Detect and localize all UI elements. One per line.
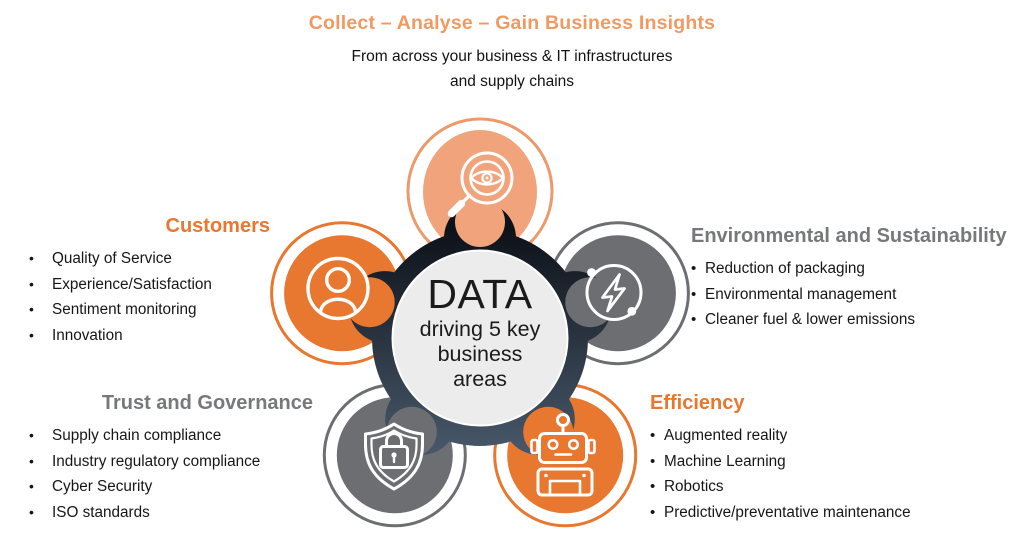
hub-title: DATA: [427, 271, 533, 317]
list-item: Reduction of packaging: [691, 256, 1024, 282]
list-item: ISO standards: [25, 500, 313, 526]
list-item: Predictive/preventative maintenance: [650, 500, 1024, 526]
page-title: Collect – Analyse – Gain Business Insigh…: [308, 12, 716, 34]
subtitle-line-2: and supply chains: [449, 73, 575, 90]
list-item: Machine Learning: [650, 449, 1024, 475]
hub-inner-disc: [391, 249, 569, 427]
section-title: Environmental and Sustainability: [691, 225, 1007, 247]
section-environmental-sustainability: Environmental and Sustainability Reducti…: [691, 224, 1024, 333]
list-item: Robotics: [650, 474, 1024, 500]
list-item: Industry regulatory compliance: [25, 449, 313, 475]
energy-bolt-icon: [585, 264, 643, 321]
list-item: Cyber Security: [25, 474, 313, 500]
hub-caption: driving 5 key business areas: [388, 317, 572, 392]
list-item: Quality of Service: [25, 246, 270, 272]
list-item: Innovation: [25, 323, 270, 349]
bullet-list: Supply chain compliance Industry regulat…: [25, 423, 313, 525]
hub-caption-line-2: business: [437, 342, 523, 366]
shield-lock-icon: [364, 422, 424, 491]
section-efficiency: Efficiency Augmented reality Machine Lea…: [650, 391, 1024, 525]
list-item: Sentiment monitoring: [25, 297, 270, 323]
section-trust-and-governance: Trust and Governance Supply chain compli…: [25, 391, 313, 525]
bullet-list: Reduction of packaging Environmental man…: [691, 256, 1024, 333]
list-item: Experience/Satisfaction: [25, 272, 270, 298]
person-icon: [306, 256, 370, 321]
section-title: Trust and Governance: [101, 392, 313, 414]
section-title: Customers: [165, 215, 270, 237]
list-item: Environmental management: [691, 282, 1024, 308]
hub-caption-line-1: driving 5 key: [419, 317, 541, 341]
robot-icon: [530, 413, 596, 497]
hub-caption-line-3: areas: [453, 367, 507, 391]
page-subtitle: From across your business & IT infrastru…: [0, 44, 1024, 94]
neck-customers: [344, 277, 395, 328]
section-customers: Customers Quality of Service Experience/…: [25, 214, 270, 348]
list-item: Cleaner fuel & lower emissions: [691, 307, 1024, 333]
search-eye-icon: [447, 151, 514, 218]
section-title: Efficiency: [650, 392, 745, 414]
list-item: Supply chain compliance: [25, 423, 313, 449]
neck-efficiency: [523, 406, 574, 457]
bullet-list: Augmented reality Machine Learning Robot…: [650, 423, 1024, 525]
slide-header: Collect – Analyse – Gain Business Insigh…: [0, 12, 1024, 94]
bullet-list: Quality of Service Experience/Satisfacti…: [25, 246, 270, 348]
list-item: Augmented reality: [650, 423, 1024, 449]
hub-text: DATA driving 5 key business areas: [388, 274, 572, 392]
neck-insights: [455, 197, 505, 247]
subtitle-line-1: From across your business & IT infrastru…: [351, 48, 673, 65]
